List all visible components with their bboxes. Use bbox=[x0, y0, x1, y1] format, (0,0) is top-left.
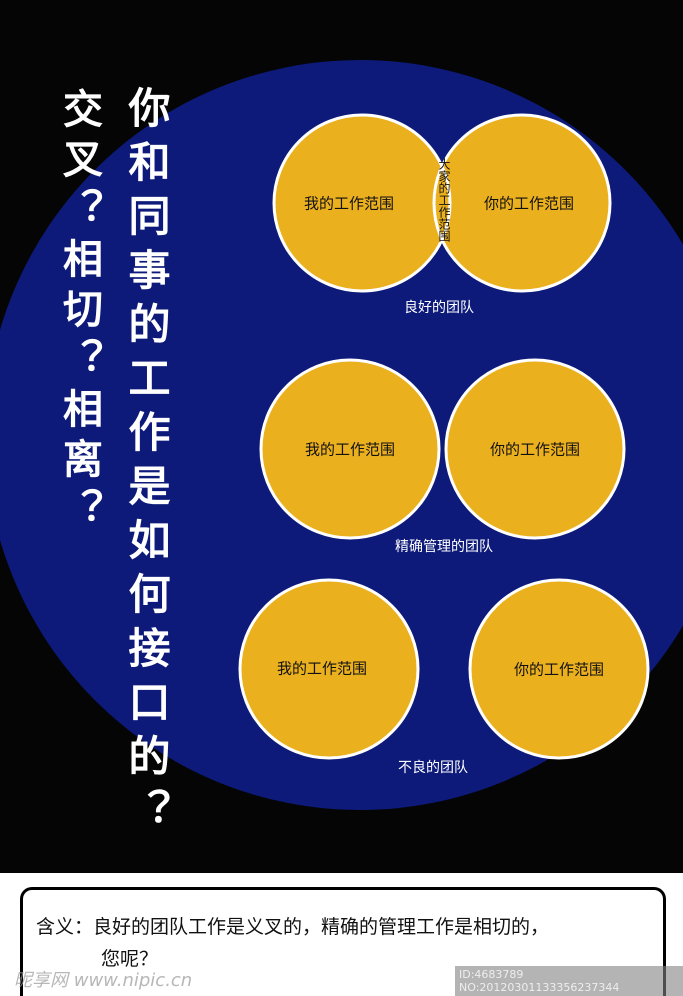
watermark-logo: 昵享网 www.nipic.cn bbox=[14, 970, 193, 991]
meaning-line2: 您呢？ bbox=[101, 948, 159, 970]
circle-label: 你的工作范围 bbox=[489, 440, 581, 459]
circle-outline bbox=[468, 578, 650, 760]
caption-good-team: 良好的团队 bbox=[404, 300, 474, 316]
circle-outline bbox=[272, 113, 452, 293]
circle-label: 你的工作范围 bbox=[513, 660, 605, 679]
circle-mine-good bbox=[274, 115, 450, 291]
circle-outline bbox=[259, 358, 441, 540]
meaning-box bbox=[20, 887, 666, 996]
circle-label: 我的工作范围 bbox=[304, 440, 396, 459]
meaning-line1: 含义：良好的团队工作是义叉的，精确的管理工作是相切的， bbox=[36, 916, 550, 938]
circle-yours-bad bbox=[470, 580, 648, 758]
title-vertical: 你和同事的工作是如何接口的？ bbox=[122, 86, 171, 842]
circle-yours-good bbox=[434, 115, 610, 291]
artwork bbox=[0, 60, 683, 810]
circle-label: 你的工作范围 bbox=[483, 194, 575, 213]
overlap-label: 大家的工作范围 bbox=[437, 158, 451, 242]
circle-outline bbox=[432, 113, 612, 293]
caption-precise-team: 精确管理的团队 bbox=[395, 539, 493, 555]
circle-yours-precise bbox=[446, 360, 624, 538]
caption-bad-team: 不良的团队 bbox=[398, 760, 468, 776]
circle-outline bbox=[444, 358, 626, 540]
circle-label: 我的工作范围 bbox=[276, 659, 368, 678]
subtitle-vertical: 交叉？相切？相离？ bbox=[56, 88, 103, 538]
circle-mine-precise bbox=[261, 360, 439, 538]
circle-mine-bad bbox=[240, 580, 418, 758]
circle-outline bbox=[238, 578, 420, 760]
circle-label: 我的工作范围 bbox=[303, 194, 395, 213]
watermark-id: ID:4683789 NO:20120301133356237344 bbox=[455, 966, 683, 996]
